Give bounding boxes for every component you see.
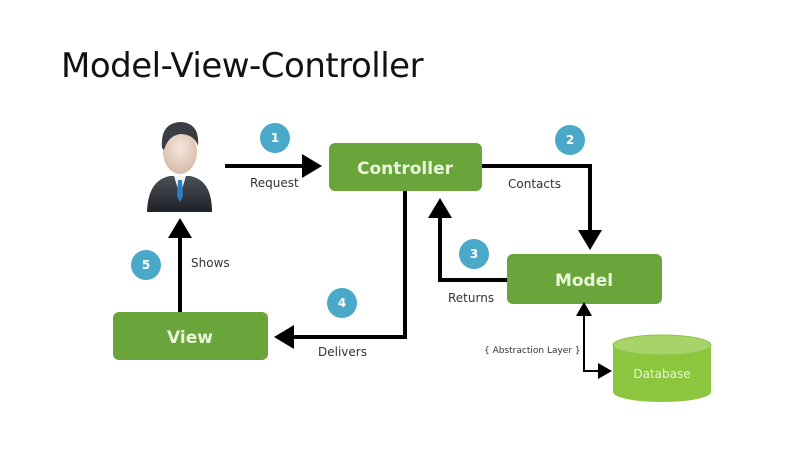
database-label: Database [633,367,690,381]
model-box [507,254,662,304]
controller-label: Controller [357,159,454,179]
contacts-label: Contacts [508,177,561,191]
delivers-label: Delivers [318,345,367,359]
delivers-arrow [274,191,407,349]
user-icon [147,122,212,212]
request-label: Request [250,176,299,190]
returns-label: Returns [448,291,494,305]
svg-text:4: 4 [338,296,346,310]
step-badge-4: 4 [327,288,357,318]
svg-text:5: 5 [142,258,150,272]
step-badge-1: 1 [260,123,290,153]
svg-text:2: 2 [566,133,574,147]
step-badge-3: 3 [459,239,489,269]
view-label: View [167,328,213,348]
abstraction-layer-label: { Abstraction Layer } [484,346,581,356]
returns-arrow [428,198,507,282]
view-box [113,312,268,360]
model-label: Model [555,271,613,291]
database-cylinder [612,334,712,402]
shows-label: Shows [191,256,230,270]
controller-box [329,143,482,191]
step-badge-5: 5 [131,250,161,280]
contacts-arrow [482,164,602,250]
svg-text:1: 1 [271,131,279,145]
step-badge-2: 2 [555,125,585,155]
svg-text:3: 3 [470,247,478,261]
page-title: Model-View-Controller [61,46,424,86]
